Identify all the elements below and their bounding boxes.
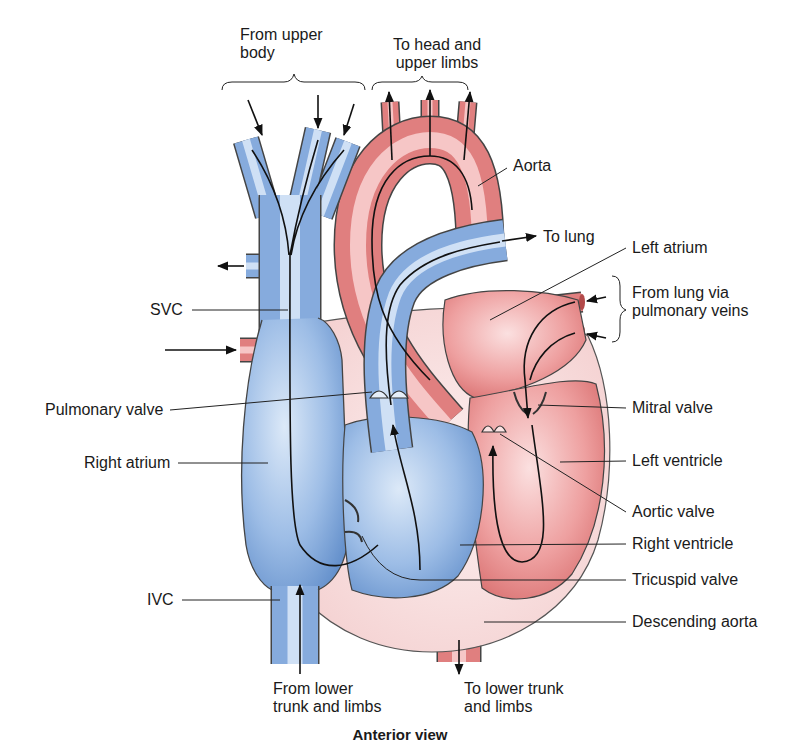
part-label: Right ventricle [632,535,733,553]
flow-line [386,242,500,405]
flow-arrow [218,265,244,267]
flow-arrow [389,92,392,160]
leader-line [490,248,626,320]
flow-arrow [458,640,460,674]
flow-label: To head and upper limbs [387,36,487,72]
right-atrium-shape [242,318,349,590]
flow-arrow [587,334,606,338]
flow-line [372,156,472,380]
part-label: Mitral valve [632,399,713,417]
left-ventricle-shape [468,381,604,599]
leader-line [500,434,626,512]
leader-line [484,622,626,623]
bracket [372,76,468,90]
vessel-outline [271,586,320,664]
right-ventricle-shape [343,417,483,598]
part-label: Tricuspid valve [632,571,738,589]
leader-line [182,600,280,601]
leader-line [538,405,626,408]
ivc-tube [295,586,296,664]
flow-label: To lung [543,228,595,246]
flow-label: From lower trunk and limbs [273,680,387,716]
flow-arrow [502,236,536,241]
leader-line [362,536,626,580]
flow-label: From lung via pulmonary veins [632,284,762,320]
flow-arrow [248,100,262,135]
leader-line [178,463,268,464]
leader-line [192,310,288,311]
leader-line [460,544,626,545]
part-label: SVC [150,301,183,319]
flow-line [530,333,575,380]
part-label: Aorta [513,157,551,175]
part-label: Left atrium [632,239,708,257]
part-label: IVC [147,591,174,609]
part-label: Pulmonary valve [45,401,163,419]
flow-arrow [393,425,420,570]
part-label: Right atrium [84,454,170,472]
part-label: Aortic valve [632,503,715,521]
flow-arrow [464,92,470,160]
vessel-wall [385,240,505,450]
vessel-outline [385,240,505,450]
tricuspid-valve-flaps [345,500,362,542]
pulmonary-trunk [385,240,505,450]
leader-line [170,392,372,410]
flow-line [290,255,378,566]
flow-arrow [344,104,354,135]
flow-arrow [299,585,301,674]
leader-line [478,168,507,186]
aortic-valve-cusps [482,426,506,432]
flow-label: To lower trunk and limbs [464,680,578,716]
mitral-valve-flaps [514,392,546,414]
bracket [222,74,365,90]
vessel-wall [272,586,318,664]
flow-arrow [587,297,606,301]
flow-label: From upper body [240,26,340,62]
vessel-highlight [385,240,505,450]
flow-line [252,140,344,255]
right-atrium-outline [242,320,272,590]
figure-caption: Anterior view [0,726,800,744]
flow-arrow [429,90,431,156]
flow-arrow [165,349,236,351]
part-label: Left ventricle [632,452,723,470]
flow-arrow [317,95,319,128]
bracket [612,276,626,342]
flow-arrows [165,90,606,674]
leader-line [560,461,626,462]
flow-arrow [524,302,575,418]
part-label: Descending aorta [632,613,757,631]
leader-lines [170,168,626,622]
